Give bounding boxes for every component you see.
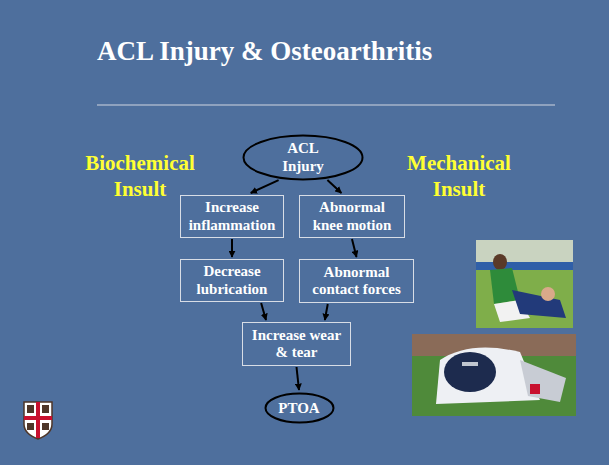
oval-outline [244,136,363,180]
helmet-stripe [462,362,478,366]
shield-book [42,423,49,430]
photo-banner [476,262,573,270]
node-text: Increase wear & tear [247,327,346,362]
flow-arrow [327,180,341,193]
node-text: Decrease lubrication [185,263,279,298]
process-box: Abnormal contact forces [299,259,414,303]
football-photo [412,334,576,416]
flow-arrow [352,239,357,257]
player-helmet [444,352,496,392]
rugby-photo [476,240,573,328]
slide-title: ACL Injury & Osteoarthritis [97,36,432,67]
process-box: Increase wear & tear [242,322,351,366]
player-head [493,254,507,270]
node-text: ACL Injury [265,140,341,175]
photo-stands [476,240,573,270]
shield-cross [24,416,52,420]
process-box: Abnormal knee motion [299,195,405,238]
flow-arrow [231,239,233,257]
oval-outline [265,394,333,423]
node-text: Increase inflammation [185,199,279,234]
shield-outline [24,402,52,439]
oval-node: ACL Injury [242,134,364,181]
node-text: Abnormal knee motion [304,199,400,234]
process-box: Increase inflammation [180,195,284,238]
title-rule [97,105,555,106]
process-box: Decrease lubrication [180,259,284,302]
shield-book [42,405,49,413]
flow-arrow [251,180,279,193]
photo-ground [412,334,576,416]
shield-book [27,423,34,430]
flow-arrow [261,303,266,320]
photo-ground [476,240,573,328]
node-text: PTOA [278,400,319,417]
player-arm [520,360,566,402]
tackler-head [541,287,555,301]
shield-book [27,405,34,413]
sleeve-patch [530,384,540,394]
node-text: Abnormal contact forces [304,264,409,299]
university-shield [24,402,52,439]
tackler-body [512,290,566,318]
flow-arrow [297,367,300,390]
flow-arrow [325,304,328,320]
oval-node: PTOA [264,392,335,424]
